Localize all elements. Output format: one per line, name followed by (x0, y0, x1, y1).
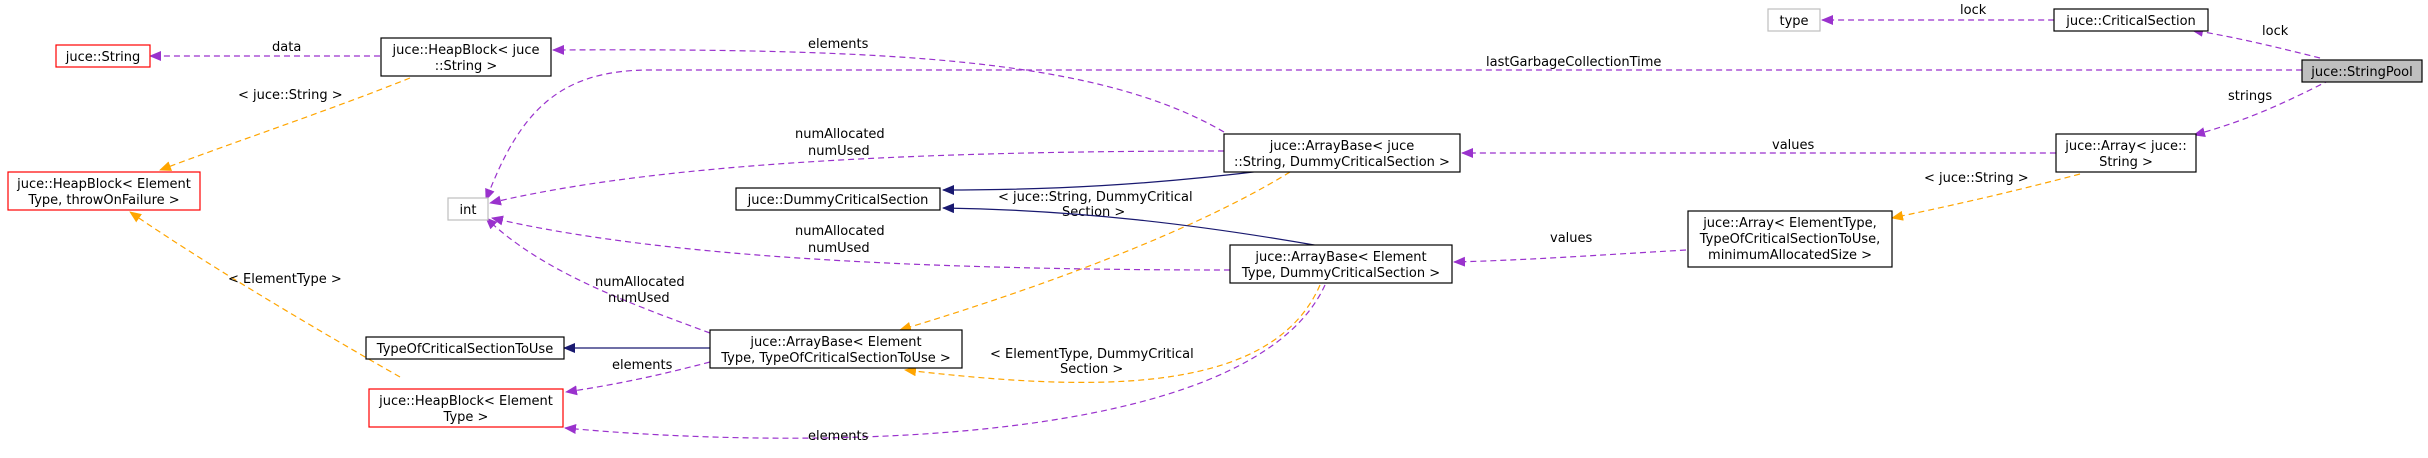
edge-inherit-dummy-1 (942, 169, 1271, 195)
svg-text:juce::ArrayBase< Element: juce::ArrayBase< Element (749, 335, 921, 350)
edge-arraybase-template-1 (899, 171, 1291, 332)
edge-label-elements-2: elements (612, 358, 673, 373)
edge-label-data: data (272, 40, 301, 55)
edge-label-heapblock-template: < juce::String > (238, 88, 343, 103)
edge-label-num-alloc-1b: numUsed (808, 144, 870, 159)
edge-label-values-2: values (1550, 231, 1593, 246)
edge-label-element-dummy-a: < ElementType, DummyCritical (990, 347, 1194, 362)
edge-inherit-dummy-2 (942, 203, 1321, 247)
edge-elements-3 (564, 284, 1326, 439)
edge-label-num-alloc-3a: numAllocated (595, 275, 685, 290)
svg-text:TypeOfCriticalSectionToUse,: TypeOfCriticalSectionToUse, (1699, 232, 1881, 247)
edge-label-array-template: < juce::String > (1924, 171, 2029, 186)
edge-label-string-dummy-a: < juce::String, DummyCritical (998, 190, 1193, 205)
edge-array-template (1891, 173, 2081, 221)
svg-text:TypeOfCriticalSectionToUse: TypeOfCriticalSectionToUse (376, 342, 553, 357)
svg-text:juce::ArrayBase< Element: juce::ArrayBase< Element (1254, 250, 1426, 265)
node-int[interactable]: int (447, 197, 489, 221)
edge-values-2 (1453, 249, 1687, 267)
node-heapblock-string[interactable]: juce::HeapBlock< juce ::String > (380, 37, 552, 77)
svg-text:juce::HeapBlock< juce: juce::HeapBlock< juce (392, 43, 540, 58)
node-array-string[interactable]: juce::Array< juce:: String > (2055, 133, 2197, 173)
svg-text:Type, DummyCriticalSection >: Type, DummyCriticalSection > (1241, 266, 1440, 281)
svg-text:Type, throwOnFailure >: Type, throwOnFailure > (27, 193, 179, 208)
edge-label-values-1: values (1772, 138, 1815, 153)
svg-text:Type, TypeOfCriticalSectionToU: Type, TypeOfCriticalSectionToUse > (720, 351, 951, 366)
node-critical-section[interactable]: juce::CriticalSection (2053, 8, 2209, 32)
edge-heapblock-elementtype (129, 211, 401, 378)
svg-text:juce::HeapBlock< Element: juce::HeapBlock< Element (378, 394, 553, 409)
edge-label-elements-3: elements (808, 429, 869, 444)
node-juce-string[interactable]: juce::String (55, 44, 151, 68)
edge-label-element-dummy-b: Section > (1060, 362, 1123, 377)
edge-last-gc-time (485, 69, 2302, 201)
edge-num-alloc-3 (485, 217, 711, 334)
svg-text:type: type (1779, 14, 1808, 29)
node-arraybase-element-typeof[interactable]: juce::ArrayBase< Element Type, TypeOfCri… (709, 329, 963, 369)
node-type[interactable]: type (1767, 8, 1821, 32)
edge-heapblock-template (159, 77, 411, 171)
edge-arraybase-template-2 (904, 284, 1321, 384)
node-heapblock-elementtype-throw[interactable]: juce::HeapBlock< Element Type, throwOnFa… (7, 171, 201, 211)
edge-num-alloc-1 (489, 150, 1225, 206)
edge-elements-1 (552, 44, 1225, 133)
edge-label-last-gc-time: lastGarbageCollectionTime (1486, 55, 1661, 70)
node-typeof-critical-section[interactable]: TypeOfCriticalSectionToUse (365, 336, 565, 360)
edge-label-num-alloc-3b: numUsed (608, 291, 670, 306)
svg-text:int: int (460, 203, 477, 218)
node-arraybase-element-dummy[interactable]: juce::ArrayBase< Element Type, DummyCrit… (1229, 244, 1453, 284)
edge-label-elementtype: < ElementType > (228, 272, 342, 287)
svg-text:::String, DummyCriticalSection: ::String, DummyCriticalSection > (1234, 155, 1450, 170)
edge-label-lock: lock (2262, 24, 2289, 39)
edge-label-strings: strings (2228, 89, 2272, 104)
edge-num-alloc-2 (491, 215, 1231, 271)
svg-text:String >: String > (2099, 155, 2153, 170)
svg-text:juce::CriticalSection: juce::CriticalSection (2065, 14, 2196, 29)
svg-text:juce::Array< juce::: juce::Array< juce:: (2064, 139, 2187, 154)
node-heapblock-elementtype[interactable]: juce::HeapBlock< Element Type > (368, 388, 564, 428)
svg-text:juce::StringPool: juce::StringPool (2310, 65, 2412, 80)
node-arraybase-string[interactable]: juce::ArrayBase< juce ::String, DummyCri… (1223, 133, 1461, 173)
edge-label-num-alloc-1a: numAllocated (795, 127, 885, 142)
edge-lock-stringpool (2191, 26, 2321, 59)
svg-text:minimumAllocatedSize >: minimumAllocatedSize > (1708, 248, 1872, 263)
svg-text:::String >: ::String > (435, 59, 498, 74)
svg-text:Type >: Type > (443, 410, 489, 425)
edge-elements-2 (565, 361, 711, 396)
edge-label-string-dummy-b: Section > (1062, 205, 1125, 220)
edge-strings (2193, 79, 2331, 137)
svg-text:juce::String: juce::String (65, 50, 141, 65)
node-dummy-critical-section[interactable]: juce::DummyCriticalSection (735, 187, 941, 211)
edge-label-num-alloc-2a: numAllocated (795, 224, 885, 239)
node-array-element[interactable]: juce::Array< ElementType, TypeOfCritical… (1687, 210, 1893, 268)
edge-label-lock-type: lock (1960, 3, 1987, 18)
svg-text:juce::HeapBlock< Element: juce::HeapBlock< Element (16, 177, 191, 192)
node-string-pool[interactable]: juce::StringPool (2301, 59, 2423, 83)
edge-label-num-alloc-2b: numUsed (808, 241, 870, 256)
svg-text:juce::Array< ElementType,: juce::Array< ElementType, (1702, 216, 1877, 231)
edge-label-elements-1: elements (808, 37, 869, 52)
svg-text:juce::ArrayBase< juce: juce::ArrayBase< juce (1269, 139, 1414, 154)
svg-text:juce::DummyCriticalSection: juce::DummyCriticalSection (747, 193, 929, 208)
